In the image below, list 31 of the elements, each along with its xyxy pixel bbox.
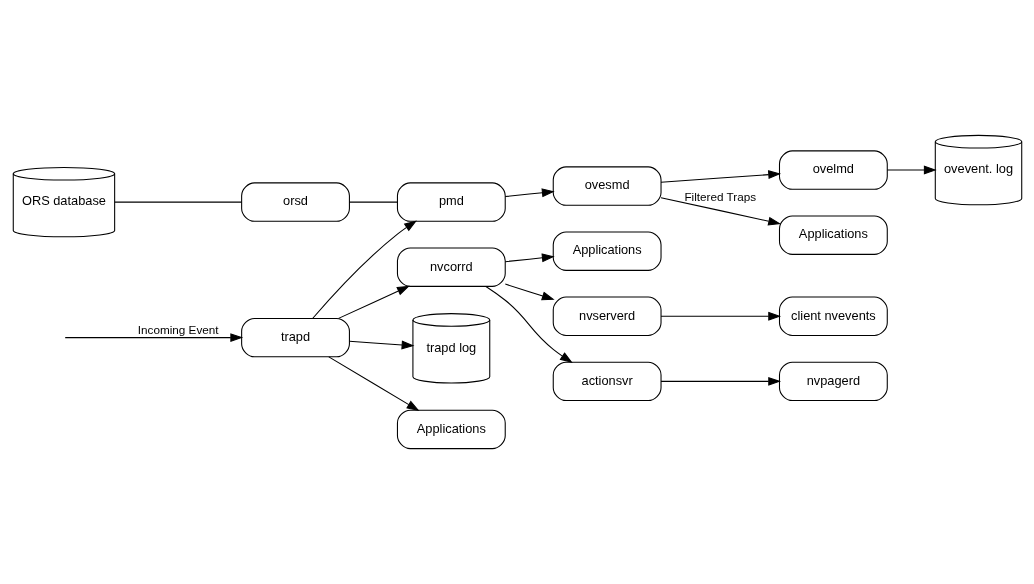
node-box: nvpagerd (778, 361, 888, 402)
arrow (660, 197, 781, 226)
connector (348, 201, 398, 203)
arrow (64, 333, 243, 343)
node-box: client nvevents (778, 296, 888, 337)
edge-label: Incoming Event (137, 323, 219, 337)
node-box: actionsvr (552, 361, 662, 402)
arrow (660, 376, 781, 386)
node-box: Applications (778, 215, 888, 255)
arrow (327, 356, 419, 412)
node-box: nvserverd (552, 296, 662, 337)
arrow (660, 311, 781, 321)
node-box: Applications (552, 231, 662, 271)
node-box: Applications (396, 409, 506, 450)
node-box: trapd (240, 317, 350, 358)
node-box: orsd (240, 182, 350, 222)
node-box: ovelmd (778, 150, 888, 190)
arrow (484, 285, 573, 363)
edge-label: Filtered Traps (683, 189, 756, 203)
connector (113, 201, 242, 203)
arrow (504, 283, 555, 301)
arrow (311, 220, 417, 319)
arrow (660, 170, 781, 183)
node-box: ovesmd (552, 166, 662, 206)
node-box: pmd (396, 182, 506, 222)
arrow (348, 340, 414, 350)
arrow (504, 253, 555, 263)
node-box: nvcorrd (396, 247, 506, 287)
arrow (504, 188, 555, 198)
arrow (337, 285, 410, 319)
arrow (886, 165, 937, 175)
